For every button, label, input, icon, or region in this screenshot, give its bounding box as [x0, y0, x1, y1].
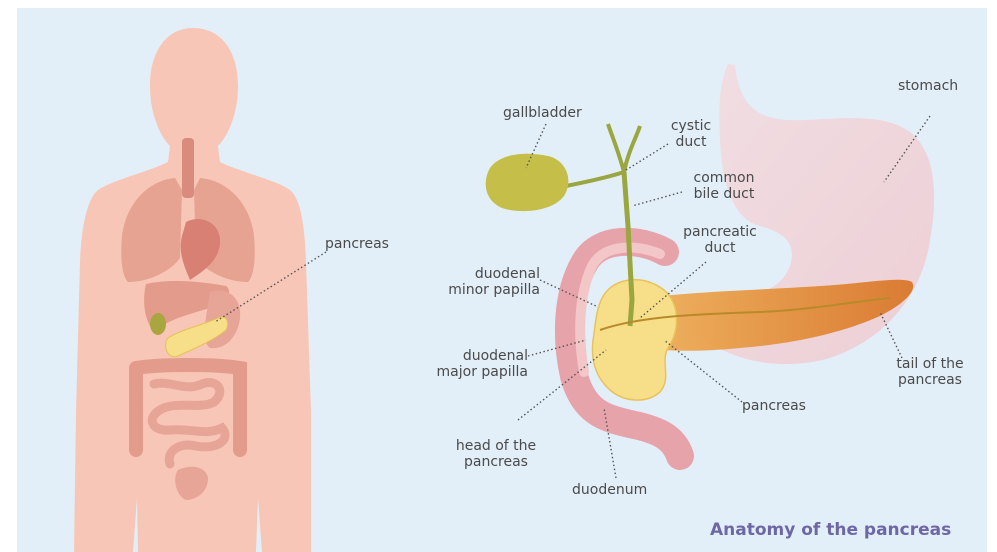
gallbladder-small	[150, 313, 166, 335]
label-common-bile-duct: common bile duct	[682, 170, 766, 202]
label-cystic-duct-line2: duct	[664, 134, 718, 150]
label-pancreatic-duct: pancreatic duct	[672, 224, 768, 256]
trachea	[182, 138, 194, 198]
label-tail-of-the-pancreas: tail of the pancreas	[880, 356, 980, 388]
pancreas-head	[593, 280, 677, 400]
label-stomach: stomach	[898, 78, 958, 94]
label-duodenal-minor-papilla: duodenal minor papilla	[410, 266, 540, 298]
label-duodenum: duodenum	[572, 482, 647, 498]
human-body	[74, 28, 311, 552]
label-head-line1: head of the	[440, 438, 552, 454]
leader-common-bile-duct	[632, 192, 682, 206]
label-head-of-the-pancreas: head of the pancreas	[440, 438, 552, 470]
label-minor-papilla-line1: duodenal	[410, 266, 540, 282]
label-major-papilla-line2: major papilla	[398, 364, 528, 380]
label-minor-papilla-line2: minor papilla	[410, 282, 540, 298]
label-pancreas-body: pancreas	[325, 236, 389, 252]
label-pancreatic-duct-line1: pancreatic	[672, 224, 768, 240]
label-common-bile-duct-line1: common	[682, 170, 766, 186]
label-head-line2: pancreas	[440, 454, 552, 470]
label-major-papilla-line1: duodenal	[398, 348, 528, 364]
label-gallbladder: gallbladder	[503, 105, 582, 121]
label-tail-line2: pancreas	[880, 372, 980, 388]
label-tail-line1: tail of the	[880, 356, 980, 372]
label-pancreas: pancreas	[742, 398, 806, 414]
figure-title: Anatomy of the pancreas	[710, 520, 951, 540]
cystic-duct-line	[566, 124, 640, 186]
label-duodenal-major-papilla: duodenal major papilla	[398, 348, 528, 380]
label-common-bile-duct-line2: bile duct	[682, 186, 766, 202]
gallbladder	[486, 154, 569, 211]
label-pancreatic-duct-line2: duct	[672, 240, 768, 256]
label-cystic-duct: cystic duct	[664, 118, 718, 150]
label-cystic-duct-line1: cystic	[664, 118, 718, 134]
